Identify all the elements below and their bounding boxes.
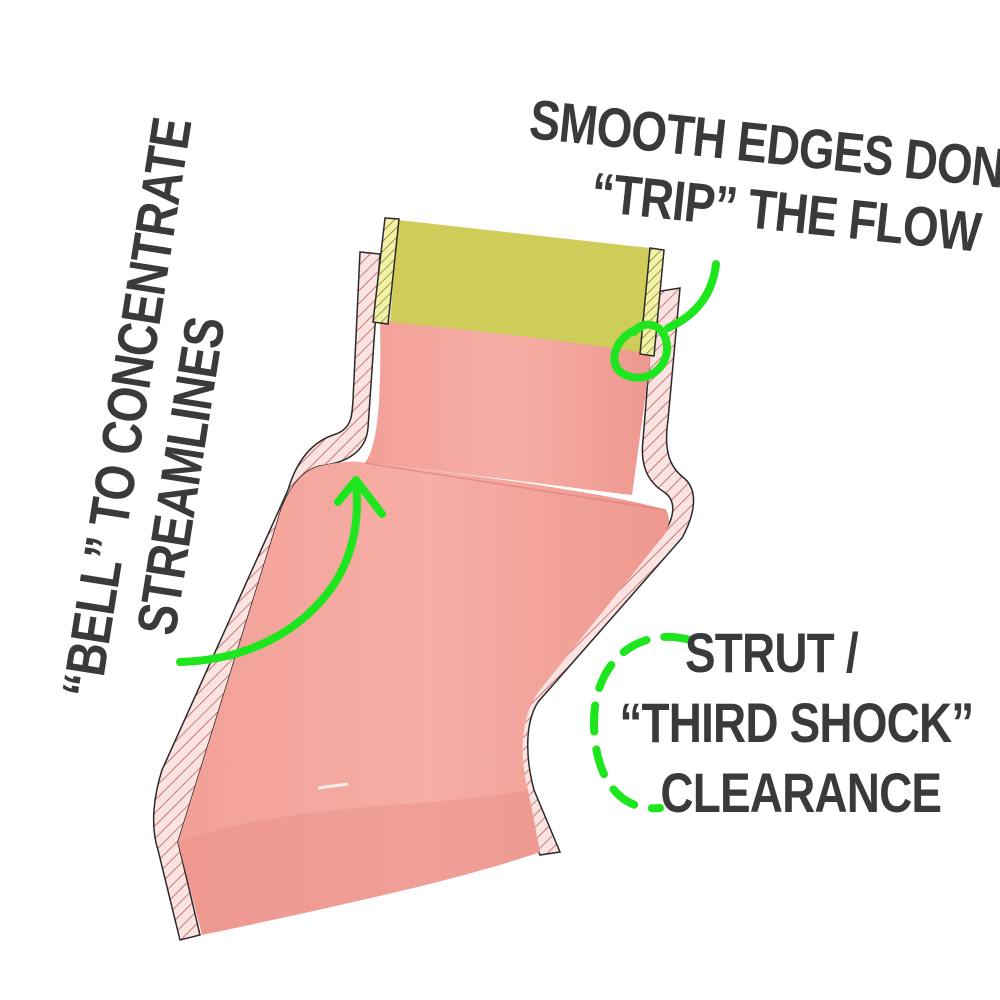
collar-right-wall bbox=[639, 247, 665, 357]
clearance-line-3: CLEARANCE bbox=[660, 762, 941, 824]
bell-arrow bbox=[176, 480, 361, 666]
duct-upper-section bbox=[365, 320, 652, 495]
clearance-line-2: “THIRD SHOCK” bbox=[619, 692, 973, 754]
smooth-edge-callout-circle bbox=[610, 320, 672, 382]
clearance-line-1: STRUT / bbox=[685, 622, 858, 684]
duct-shading bbox=[178, 790, 540, 935]
duct-seam bbox=[364, 462, 667, 511]
smooth-edge-callout-leader bbox=[664, 260, 720, 332]
clearance-dashed-circle bbox=[590, 632, 694, 813]
right-duct-wall bbox=[507, 287, 695, 856]
bell-arrowhead bbox=[334, 476, 386, 518]
inlet-collar bbox=[390, 220, 650, 352]
clearance-annotation: STRUT / “THIRD SHOCK” CLEARANCE bbox=[619, 622, 974, 824]
collar-left-wall bbox=[372, 217, 400, 325]
duct-lower-section bbox=[178, 461, 669, 935]
duct-highlight bbox=[317, 782, 349, 790]
